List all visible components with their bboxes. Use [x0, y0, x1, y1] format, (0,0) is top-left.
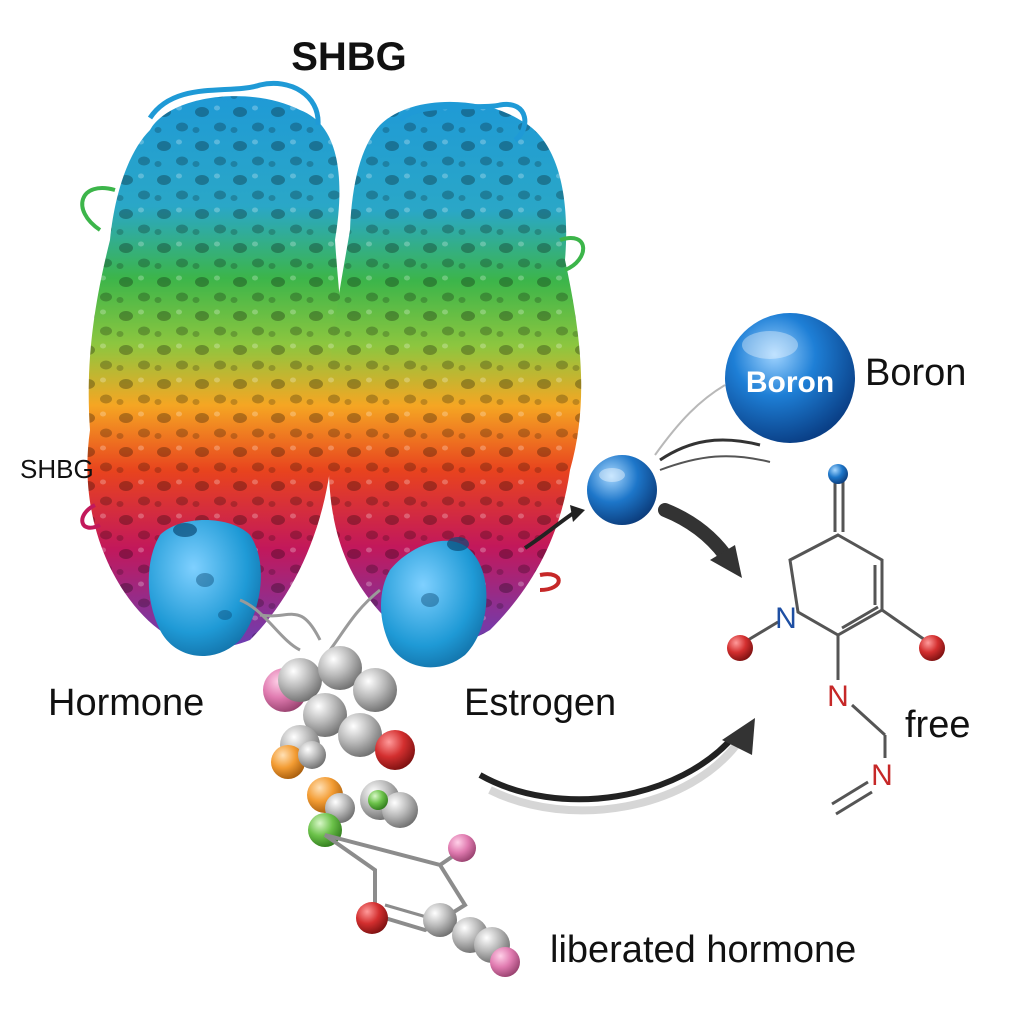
arrow-hormone-to-molecule	[478, 718, 755, 815]
liberated-hormone-label: liberated hormone	[550, 929, 856, 971]
hormone-cluster	[263, 646, 520, 977]
estrogen-label: Estrogen	[464, 682, 616, 724]
boron-big-sphere: Boron	[725, 313, 855, 443]
boron-molecule: N N N	[727, 464, 945, 816]
arrow-boron-to-molecule	[658, 503, 742, 578]
hormone-label: Hormone	[48, 682, 204, 724]
boron-link-line	[659, 438, 761, 462]
arrow-protein-to-boron	[523, 505, 585, 550]
title-label: SHBG	[291, 35, 407, 79]
right-binding-pocket	[381, 537, 487, 668]
boron-small-sphere	[587, 455, 657, 525]
imine-nitrogen: N	[871, 759, 893, 792]
amine-nitrogen: N	[827, 680, 849, 713]
free-label: free	[905, 704, 970, 746]
boron-label: Boron	[865, 352, 966, 394]
left-lobe	[80, 81, 345, 648]
side-shbg-label: SHBG	[20, 454, 94, 484]
ring-nitrogen: N	[775, 602, 797, 635]
right-lobe	[328, 101, 586, 645]
left-binding-pocket	[148, 520, 261, 657]
shbg-protein	[80, 81, 586, 668]
boron-sphere-text: Boron	[746, 366, 834, 399]
